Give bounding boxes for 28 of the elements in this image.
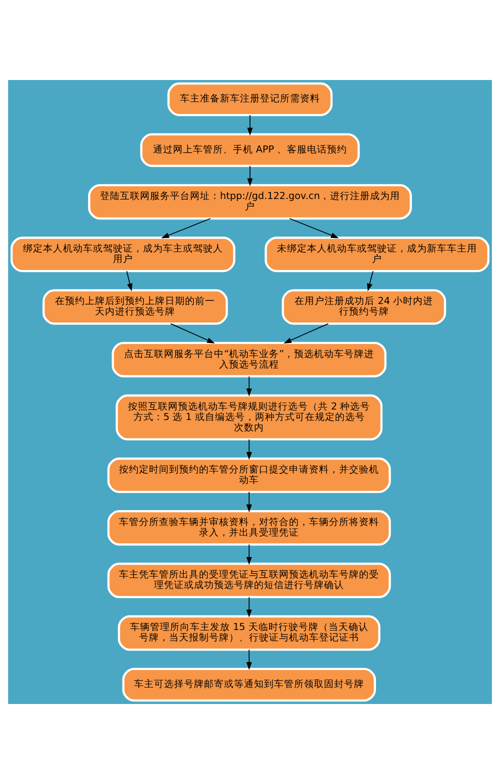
node-box: 通过网上车管所、手机 APP 、客服电话预约 bbox=[140, 133, 360, 167]
arrow bbox=[247, 166, 253, 186]
node-box: 车主准备新车注册登记所需资料 bbox=[167, 82, 333, 116]
node-box: 在预约上牌后到预约上牌日期的前一天内进行预选号牌 bbox=[42, 289, 228, 325]
arrow bbox=[246, 492, 252, 512]
node-box: 未绑定本人机动车或驾驶证，成为新车车主用户 bbox=[264, 236, 490, 272]
arrow bbox=[289, 218, 339, 238]
arrow bbox=[246, 439, 252, 460]
arrow bbox=[246, 596, 252, 618]
arrow bbox=[284, 323, 329, 344]
node-box: 点击互联网服务平台中“机动车业务”，预选机动车号牌进入预选号流程 bbox=[112, 342, 386, 378]
node-box: 在用户注册成功后 24 小时内进行预约号牌 bbox=[282, 289, 446, 325]
node-box: 车主凭车管所出具的受理凭证与互联网预选机动车号牌的受理凭证或成功预选号牌的短信进行号牌确认 bbox=[107, 562, 391, 598]
arrow bbox=[170, 323, 215, 344]
node-box: 按约定时间到预约的车管分所窗口提交申请资料，并交验机动车 bbox=[107, 458, 391, 493]
arrow bbox=[246, 376, 252, 396]
arrow bbox=[247, 114, 253, 136]
node-box: 车主可选择号牌邮寄或等通知到车管所领取固封号牌 bbox=[122, 668, 376, 702]
node-box: 绑定本人机动车或驾驶证，成为车主或驾驶人用户 bbox=[10, 236, 236, 272]
arrow bbox=[246, 544, 252, 565]
node-box: 按照互联网预选机动车号牌规则进行选号（共 2 种选号方式：5 选 1 或自编选号，两种方式可在规定的选号次数内 bbox=[116, 394, 383, 440]
arrow bbox=[126, 270, 132, 292]
arrow bbox=[161, 218, 211, 238]
node-box: 车辆管理所向车主发放 15 天临时行驶号牌（当天确认号牌，当天报制号牌）、行驶证与机动车登记证书 bbox=[118, 615, 380, 651]
arrow bbox=[367, 270, 374, 292]
node-box: 车管分所查验车辆并审核资料，对符合的，车辆分所将资料录入，并出具受理凭证 bbox=[107, 510, 391, 546]
arrow bbox=[246, 649, 252, 670]
node-box: 登陆互联网服务平台网址：htpp://gd.122.gov.cn，进行注册成为用户 bbox=[88, 184, 412, 220]
